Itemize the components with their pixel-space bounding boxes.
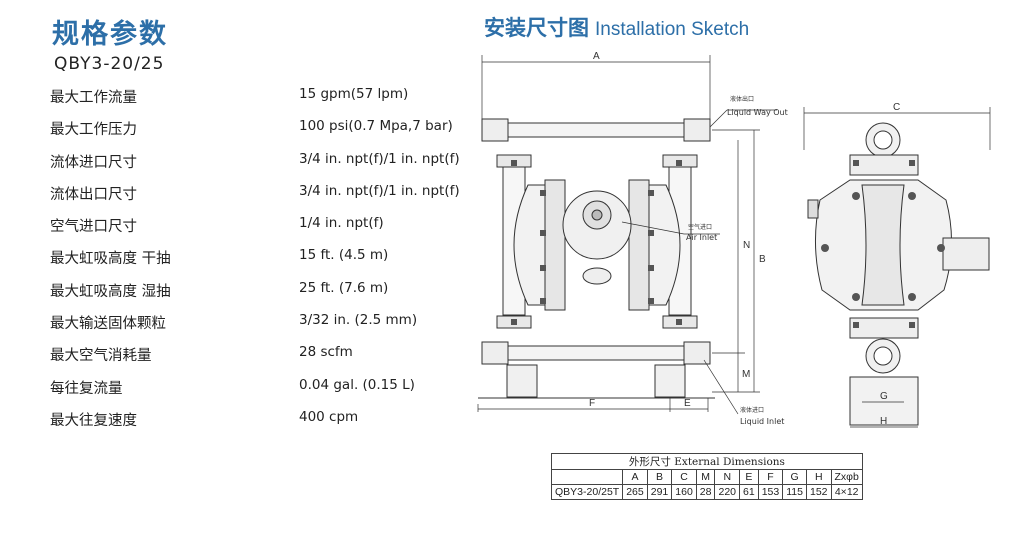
spec-row: 最大虹吸高度 湿抽 25 ft. (7.6 m)	[50, 276, 470, 308]
table-caption: 外形尺寸 External Dimensions	[551, 453, 863, 470]
table-cell: 61	[739, 484, 759, 500]
spec-label: 最大虹吸高度 干抽	[50, 251, 171, 268]
dim-C-label: C	[893, 102, 900, 113]
spec-value: 3/32 in. (2.5 mm)	[299, 312, 418, 329]
spec-value: 1/4 in. npt(f)	[299, 215, 384, 232]
table-header-cell: M	[695, 469, 716, 485]
dim-F-label: F	[589, 398, 595, 409]
spec-value: 3/4 in. npt(f)/1 in. npt(f)	[299, 182, 460, 199]
spec-row: 最大工作流量 15 gpm(57 lpm)	[50, 82, 470, 114]
spec-label: 最大工作流量	[50, 90, 137, 106]
dim-E-label: E	[684, 398, 691, 409]
spec-value: 0.04 gal. (0.15 L)	[299, 376, 415, 393]
dim-B-label: B	[759, 254, 766, 265]
table-cell: QBY3-20/25T	[550, 484, 624, 500]
model-number: QBY3-20/25	[54, 54, 165, 74]
spec-row: 空气进口尺寸 1/4 in. npt(f)	[50, 211, 470, 243]
spec-row: 最大工作压力 100 psi(0.7 Mpa,7 bar)	[50, 114, 470, 146]
table-header-cell: G	[782, 469, 807, 485]
spec-list: 最大工作流量 15 gpm(57 lpm) 最大工作压力 100 psi(0.7 Mp…	[50, 82, 470, 437]
table-header-cell: A	[622, 469, 648, 485]
spec-row: 最大虹吸高度 干抽 15 ft. (4.5 m)	[50, 243, 470, 275]
sketch-title: 安装尺寸图 Installation Sketch	[484, 12, 749, 42]
spec-row: 每往复流量 0.04 gal. (0.15 L)	[50, 373, 470, 405]
spec-row: 最大输送固体颗粒 3/32 in. (2.5 mm)	[50, 308, 470, 340]
spec-value: 100 psi(0.7 Mpa,7 bar)	[299, 118, 453, 135]
spec-label: 流体出口尺寸	[50, 186, 137, 203]
inlet-label-en: Liquid Inlet	[740, 417, 784, 426]
table-header-cell: C	[671, 469, 697, 485]
outlet-label-en: Liquid Way Out	[727, 108, 788, 117]
dim-M-label: M	[742, 369, 750, 380]
spec-row: 最大往复速度 400 cpm	[50, 405, 470, 437]
table-header-cell: H	[805, 469, 832, 485]
spec-label: 最大往复速度	[50, 412, 137, 429]
spec-label: 空气进口尺寸	[50, 219, 137, 236]
spec-value: 3/4 in. npt(f)/1 in. npt(f)	[299, 150, 460, 167]
sketch-title-cn: 安装尺寸图	[484, 16, 589, 40]
dim-H-label: H	[880, 416, 887, 427]
table-cell: 4×12	[830, 484, 863, 500]
table-header-cell: E	[739, 469, 759, 485]
table-cell: 152	[805, 484, 832, 500]
table-cell: 115	[782, 484, 807, 500]
spec-label: 流体进口尺寸	[50, 154, 137, 171]
spec-label: 最大工作压力	[50, 122, 137, 139]
dim-G-label: G	[880, 391, 888, 402]
table-header-cell: F	[757, 469, 784, 485]
spec-row: 流体进口尺寸 3/4 in. npt(f)/1 in. npt(f)	[50, 147, 470, 179]
spec-label: 最大虹吸高度 湿抽	[50, 283, 171, 300]
spec-value: 15 gpm(57 lpm)	[299, 86, 409, 102]
outlet-label-cn: 液体出口	[730, 95, 754, 103]
dim-A-label: A	[593, 51, 600, 62]
air-label-en: Air Inlet	[686, 233, 717, 242]
spec-label: 最大输送固体颗粒	[50, 316, 166, 333]
table-header-cell	[550, 469, 624, 485]
table-header-cell: Zxφb	[830, 469, 863, 485]
table-cell: 291	[646, 484, 673, 500]
table-cell: 160	[671, 484, 697, 500]
table-cell: 28	[695, 484, 716, 500]
air-label-cn: 空气进口	[688, 223, 712, 231]
spec-row: 最大空气消耗量 28 scfm	[50, 340, 470, 372]
spec-value: 400 cpm	[299, 408, 359, 425]
inlet-label-cn: 液体进口	[740, 406, 764, 414]
page-title: 规格参数	[52, 19, 168, 50]
sketch-title-en: Installation Sketch	[595, 19, 750, 40]
table-header-cell: B	[646, 469, 673, 485]
spec-value: 28 scfm	[299, 344, 353, 361]
table-cell: 265	[622, 484, 648, 500]
spec-value: 25 ft. (7.6 m)	[299, 279, 389, 296]
spec-label: 最大空气消耗量	[50, 348, 152, 365]
spec-row: 流体出口尺寸 3/4 in. npt(f)/1 in. npt(f)	[50, 179, 470, 211]
table-header-cell: N	[714, 469, 741, 485]
table-cell: 153	[757, 484, 784, 500]
spec-label: 每往复流量	[50, 380, 123, 397]
spec-value: 15 ft. (4.5 m)	[299, 247, 389, 264]
dim-N-label: N	[743, 240, 750, 251]
table-cell: 220	[714, 484, 741, 500]
